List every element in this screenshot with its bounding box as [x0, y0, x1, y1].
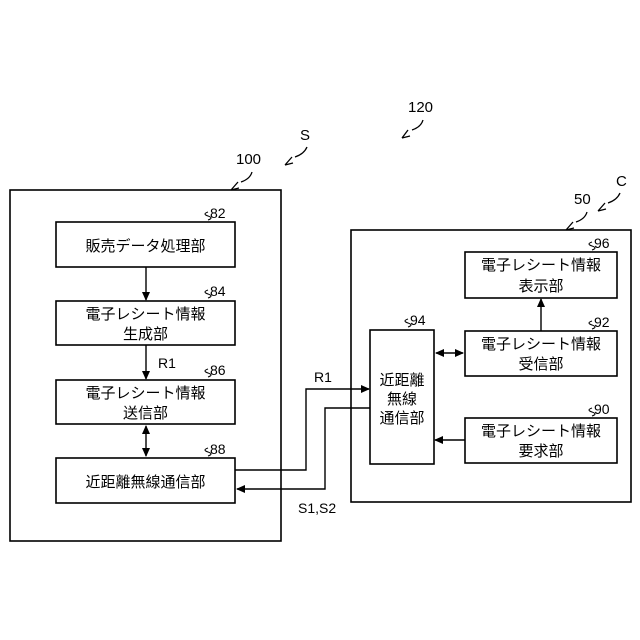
generator-label-line2: 生成部 — [123, 325, 168, 343]
mobile-device-ref: 50 — [574, 191, 591, 208]
pos-device-leader-arrow — [231, 182, 239, 190]
receiver-label-line2: 受信部 — [518, 355, 563, 373]
mobile-nfc-label-line1: 近距離 — [379, 371, 424, 389]
display-label-line2: 表示部 — [518, 277, 563, 295]
pos-nfc-block-ref: 88 — [210, 441, 226, 457]
sales-data-label: 販売データ処理部 — [85, 237, 205, 255]
system-ref-label: 120 — [408, 99, 433, 116]
customer-leader — [608, 193, 620, 203]
customer-leader-arrow — [598, 203, 606, 211]
mobile-nfc-label-line3: 通信部 — [379, 409, 424, 427]
sender-label-line1: 電子レシート情報 — [85, 384, 205, 402]
requester-label-line2: 要求部 — [518, 442, 563, 460]
sender-label-line2: 送信部 — [123, 404, 168, 422]
display-block-ref: 96 — [594, 235, 610, 251]
pos-device-ref: 100 — [236, 151, 261, 168]
request-signal-label: S1,S2 — [298, 500, 336, 516]
receiver-label-line1: 電子レシート情報 — [481, 335, 601, 353]
customer-label: C — [616, 173, 627, 190]
receiver-block-ref: 92 — [594, 314, 610, 330]
requester-block-ref: 90 — [594, 401, 610, 417]
pos-nfc-label: 近距離無線通信部 — [85, 473, 205, 491]
store-leader-arrow — [285, 157, 293, 165]
receipt-signal-label: R1 — [314, 369, 332, 385]
internal-signal-label: R1 — [158, 355, 176, 371]
generator-label-line1: 電子レシート情報 — [85, 305, 205, 323]
requester-label-line1: 電子レシート情報 — [481, 422, 601, 440]
receipt-transfer-link — [235, 389, 369, 470]
mobile-nfc-block-ref: 94 — [410, 312, 426, 328]
sales-block-ref: 82 — [210, 205, 226, 221]
pos-device-leader — [241, 172, 252, 182]
mobile-device-leader — [576, 212, 587, 222]
generator-block-ref: 84 — [210, 283, 226, 299]
request-transfer-link — [237, 408, 370, 489]
display-label-line1: 電子レシート情報 — [481, 256, 601, 274]
store-label: S — [300, 127, 310, 144]
system-leader-arrow — [402, 130, 410, 138]
system-leader — [412, 120, 423, 130]
mobile-device-leader-arrow — [566, 222, 574, 230]
store-leader — [295, 147, 307, 157]
mobile-nfc-label-line2: 無線 — [387, 390, 417, 408]
sender-block-ref: 86 — [210, 362, 226, 378]
